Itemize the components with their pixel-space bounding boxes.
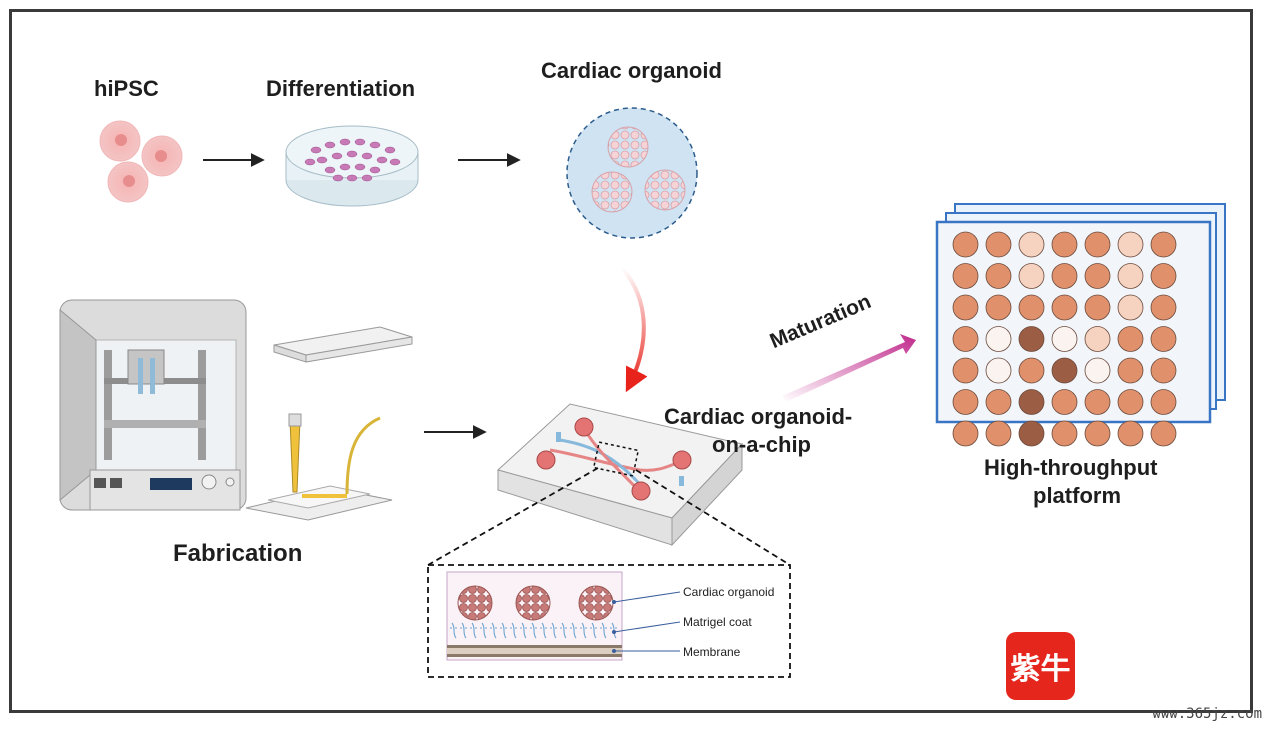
watermark-text: www.365jz.com (1152, 706, 1262, 722)
label-differentiation: Differentiation (266, 76, 416, 101)
label-organoid-on-chip-2: on-a-chip (712, 432, 811, 457)
well (1117, 420, 1144, 447)
chip-lid-icon (273, 326, 413, 363)
inset-label-cardiac-organoid: Cardiac organoid (683, 585, 775, 599)
well (985, 231, 1012, 258)
well (1117, 263, 1144, 289)
well (1117, 326, 1144, 352)
organoid-chip-icon (496, 403, 743, 547)
well (1117, 294, 1144, 321)
well (1018, 420, 1045, 447)
well (952, 231, 979, 258)
well (1018, 357, 1045, 384)
cardiac-organoid-icon (566, 107, 698, 239)
well (952, 263, 979, 289)
well (1084, 389, 1111, 415)
well (1117, 357, 1144, 384)
petri-dish-icon (285, 125, 419, 207)
well (985, 294, 1012, 321)
well (952, 420, 979, 447)
label-organoid-on-chip-1: Cardiac organoid- (664, 404, 853, 429)
well (952, 326, 979, 352)
label-fabrication: Fabrication (173, 540, 303, 567)
well-plate-stack-icon (935, 203, 1226, 447)
hipsc-cells-icon (99, 120, 183, 203)
well (1018, 263, 1045, 289)
inset-label-membrane: Membrane (683, 645, 741, 659)
well (1150, 420, 1177, 447)
label-high-throughput-2: platform (1033, 483, 1121, 508)
well (985, 357, 1012, 384)
well (1051, 389, 1078, 415)
zoom-line-right (635, 469, 791, 566)
figure-frame (9, 9, 1253, 713)
inset-label-matrigel-coat: Matrigel coat (683, 615, 752, 629)
well (1051, 420, 1078, 447)
pipette-chip-icon (245, 413, 393, 521)
well (1084, 326, 1111, 352)
well (985, 389, 1012, 415)
well (1051, 357, 1078, 384)
well (1084, 294, 1111, 321)
well (1051, 326, 1078, 352)
well (952, 389, 979, 415)
well (1084, 263, 1111, 289)
logo-text: 紫牛 (1010, 652, 1071, 687)
well (1150, 357, 1177, 384)
well (985, 326, 1012, 352)
well (1150, 263, 1177, 289)
well (952, 357, 979, 384)
well (1018, 326, 1045, 352)
well-grid (952, 231, 1177, 447)
well (1150, 326, 1177, 352)
chip-cross-section-inset (427, 564, 791, 678)
label-cardiac-organoid: Cardiac organoid (541, 58, 722, 83)
brand-logo: 紫牛 (1006, 632, 1075, 700)
well (1018, 231, 1045, 258)
well (1084, 357, 1111, 384)
well (1150, 294, 1177, 321)
well (1051, 263, 1078, 289)
well (985, 420, 1012, 447)
well (1117, 231, 1144, 258)
well (1018, 389, 1045, 415)
well (1084, 420, 1111, 447)
red-curved-arrow (620, 266, 648, 393)
zoom-line-left (427, 467, 599, 566)
well (1150, 389, 1177, 415)
well (952, 294, 979, 321)
well (1117, 389, 1144, 415)
maturation-arrow (782, 334, 916, 402)
well (1018, 294, 1045, 321)
well (1051, 231, 1078, 258)
3d-printer-icon (59, 299, 247, 511)
well (1084, 231, 1111, 258)
label-high-throughput-1: High-throughput (984, 455, 1158, 480)
well (1051, 294, 1078, 321)
well (985, 263, 1012, 289)
well (1150, 231, 1177, 258)
label-hipsc: hiPSC (94, 76, 159, 101)
